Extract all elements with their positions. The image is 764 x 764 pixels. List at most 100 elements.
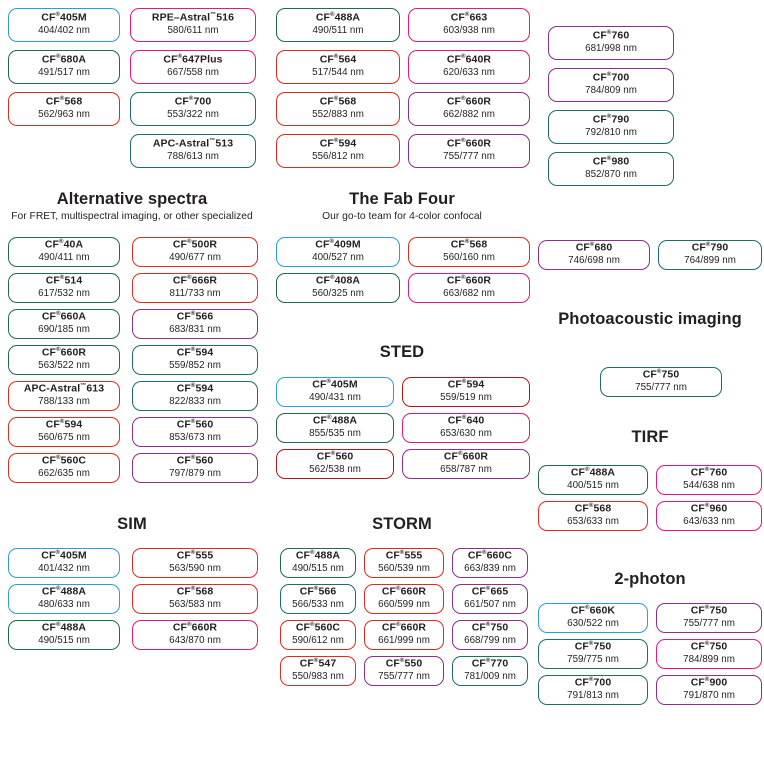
chip-spectra: 404/402 nm [38, 24, 90, 36]
chip-spectra: 556/812 nm [312, 150, 364, 162]
chip-spectra: 563/590 nm [169, 562, 221, 574]
chip-dye-name: CF®760 [592, 29, 630, 42]
chip-dye-name: CF®405M [41, 11, 87, 24]
chip-dye-name: CF®660R [41, 346, 87, 359]
trademark-symbol: ® [56, 622, 61, 629]
chip-spectra: 853/673 nm [169, 431, 221, 443]
trademark-symbol: ® [589, 242, 595, 249]
trademark-symbol: ® [588, 677, 594, 684]
trademark-symbol: ™ [80, 383, 87, 390]
section-title: STORM [372, 515, 432, 533]
trademark-symbol: ® [333, 96, 339, 103]
trademark-symbol: ® [704, 677, 710, 684]
trademark-symbol: ® [485, 586, 491, 593]
chip-spectra: 563/583 nm [169, 598, 221, 610]
trademark-symbol: ® [330, 451, 336, 458]
chip-dye-name: CF®680 [575, 241, 613, 254]
chip-dye-name: CF®560C [41, 454, 87, 467]
chip-dye-name: CF®750 [574, 640, 612, 653]
trademark-symbol: ® [399, 658, 405, 665]
chip-dye-name: CF®700 [574, 676, 612, 689]
trademark-symbol: ® [55, 550, 61, 557]
chip-dye-name: CF®560 [176, 418, 214, 431]
chip-dye-name: CF®790 [691, 241, 729, 254]
chip-dye-name: CF®660A [41, 310, 87, 323]
